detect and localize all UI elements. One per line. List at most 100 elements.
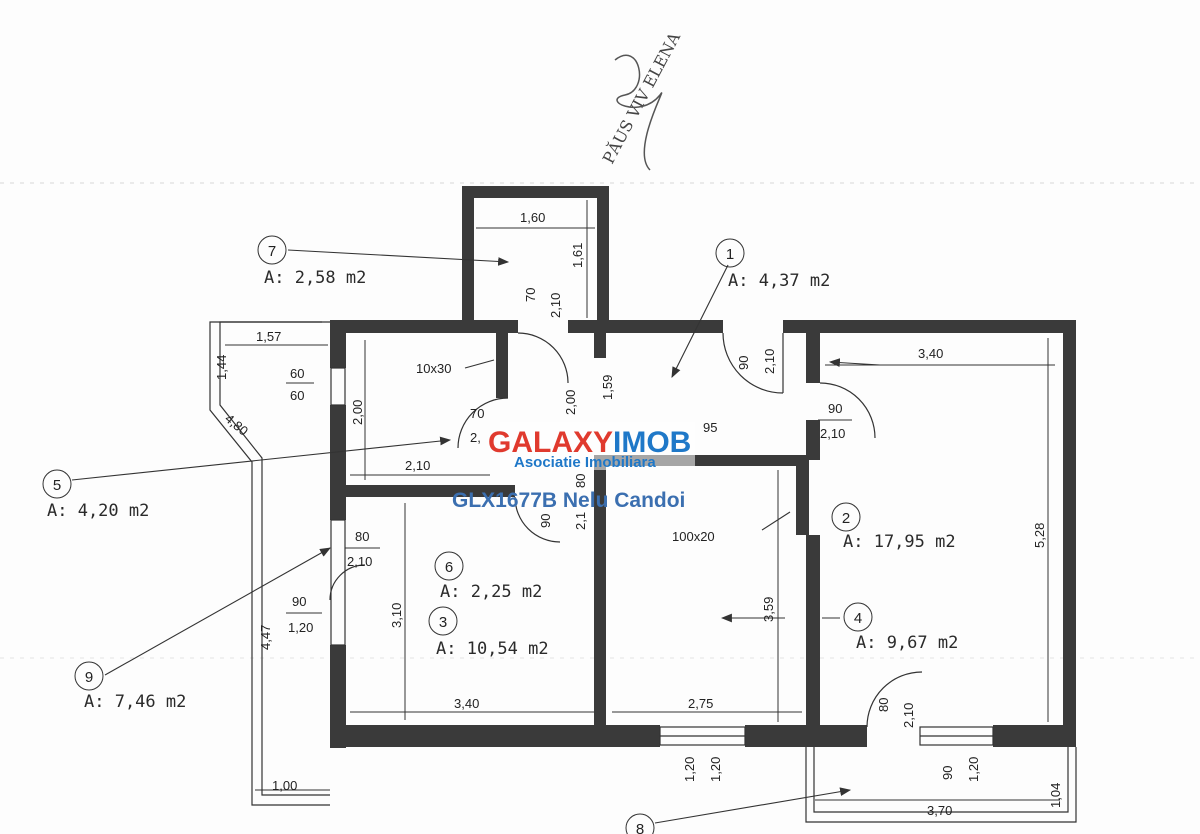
dimension-lines [225,200,1060,801]
dim-label: 3,40 [454,696,479,711]
svg-text:5: 5 [53,477,61,494]
area-room-2: A: 17,95 m2 [843,532,956,552]
room-markers: 1 2 3 4 5 6 7 8 [42,235,873,834]
watermark: GALAXYIMOB Asociatie Imobiliara GLX1677B… [452,422,695,512]
balcony-bottom [805,747,1077,823]
wall [568,320,723,333]
dim-label: 95 [703,420,717,435]
area-room-9: A: 7,46 m2 [84,692,186,712]
svg-text:8: 8 [636,821,644,834]
room-marker-7: 7 [257,235,287,265]
dim-label: 2,1 [573,512,588,530]
room-marker-6: 6 [434,551,464,581]
wall [330,405,346,520]
dim-label: 3,40 [918,346,943,361]
window [330,367,346,406]
wall [606,455,809,466]
watermark-listing: GLX1677B Nelu Candoi [452,489,685,512]
room-marker-3: 3 [428,606,458,636]
walls [330,186,1076,748]
dim-label: 80 [573,474,588,488]
door-swing [517,332,569,384]
dim-label: 2,75 [688,696,713,711]
signature-scribble [614,54,663,171]
wall [806,333,820,383]
balcony-left [209,321,330,806]
dim-label: 1,44 [214,355,229,380]
dim-label: 1,57 [256,329,281,344]
dim-label: 2,00 [350,400,365,425]
dim-label: 90 [538,514,553,528]
dim-label: 1,00 [272,778,297,793]
dim-label: 1,20 [288,620,313,635]
window [330,519,346,646]
dim-label: 2,10 [347,554,372,569]
wall [1063,320,1076,747]
dim-label: 1,20 [682,757,697,782]
wall [806,420,820,460]
wall [783,320,1076,333]
room-marker-8: 8 [625,813,655,834]
room-marker-9: 9 [74,661,104,691]
svg-text:7: 7 [268,243,276,260]
leader-lines [71,249,881,824]
dim-label: 90 [828,401,842,416]
dim-label: 4,47 [258,625,273,650]
wall [594,333,606,358]
dim-label: 1,61 [570,243,585,268]
balconies [209,321,1077,823]
dim-label: 100x20 [672,529,715,544]
wall [806,535,820,725]
dim-label: 3,59 [761,597,776,622]
wall [597,186,609,320]
door-swing [457,397,509,449]
wall [330,320,518,333]
svg-text:1: 1 [726,246,734,263]
dim-label: 10x30 [416,361,451,376]
svg-text:3: 3 [439,614,447,631]
dim-label: 4,80 [222,411,251,439]
wall [330,725,660,747]
dim-label: 90 [940,766,955,780]
wall [993,725,1076,747]
room-marker-1: 1 [715,238,745,268]
door-swing [866,671,923,728]
dim-label: 5,28 [1032,523,1047,548]
door-swing [329,564,366,601]
wall [330,485,515,497]
dim-label: 70 [470,406,484,421]
svg-text:4: 4 [854,610,862,627]
area-room-3: A: 10,54 m2 [436,639,549,659]
dim-label: 2,10 [405,458,430,473]
wall [496,333,508,398]
dim-label: 60 [290,388,304,403]
svg-text:6: 6 [445,559,453,576]
wall [462,186,474,332]
dim-label: 1,20 [708,757,723,782]
area-room-6: A: 2,25 m2 [440,582,542,602]
wall [330,645,346,748]
dim-label: 1,60 [520,210,545,225]
area-room-5: A: 4,20 m2 [47,501,149,521]
dim-label: 3,70 [927,803,952,818]
windows [330,367,994,746]
room-marker-4: 4 [843,602,873,632]
dim-label: 2, [470,430,481,445]
wall [330,320,346,368]
door-swing [819,382,876,439]
dim-label: 1,59 [600,375,615,400]
area-room-4: A: 9,67 m2 [856,633,958,653]
dim-label: 90 [292,594,306,609]
room-marker-5: 5 [42,469,72,499]
dim-label: 2,00 [563,390,578,415]
wall [796,455,809,535]
dim-label: 3,10 [389,603,404,628]
dim-label: 90 [736,356,751,370]
svg-text:9: 9 [85,669,93,686]
dim-label: 70 [523,288,538,302]
dim-label: 2,10 [820,426,845,441]
wall [745,725,867,747]
door-swings [329,332,923,728]
door-swing [514,496,561,543]
